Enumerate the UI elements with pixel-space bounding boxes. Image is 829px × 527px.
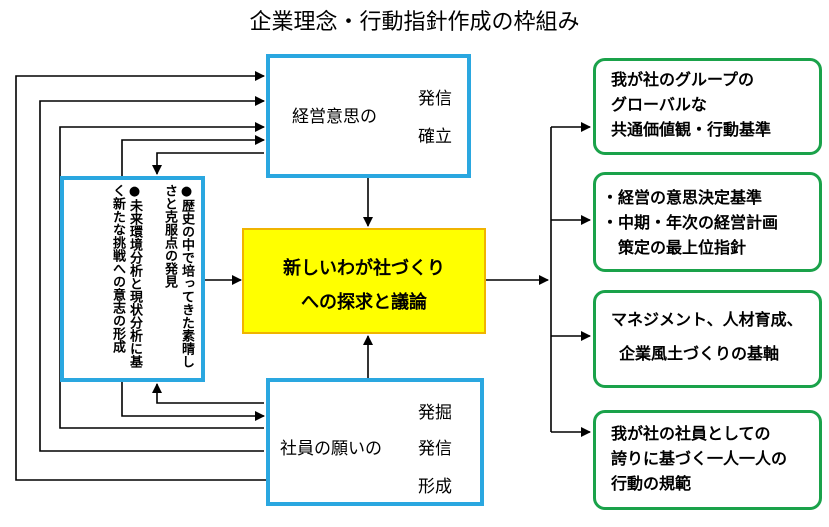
employees-main-label: 社員の願いの xyxy=(280,439,382,459)
management-box: 経営意思の 発信 確立 xyxy=(266,54,471,178)
management-top-label: 発信 xyxy=(418,89,452,109)
employees-top-label: 発掘 xyxy=(418,403,452,423)
loop-line-1 xyxy=(15,71,308,481)
output-4-line-3: 行動の規範 xyxy=(611,474,692,493)
management-bottom-label: 確立 xyxy=(418,127,452,147)
leftbox-bottom-link xyxy=(121,380,265,421)
output-4-line-1: 我が社の社員としての xyxy=(611,424,771,443)
output-1-line-2: グローバルな xyxy=(611,95,707,114)
employees-bottom-label: 形成 xyxy=(418,477,452,497)
output-box-3: マネジメント、人材育成、 企業風土づくりの基軸 xyxy=(593,290,822,388)
diagram-title: 企業理念・行動指針作成の枠組み xyxy=(249,10,580,35)
center-line-2: への探求と議論 xyxy=(301,292,427,313)
output-3-line-1: マネジメント、人材育成、 xyxy=(611,310,803,329)
output-2-line-1: ・経営の意思決定基準 xyxy=(602,188,763,207)
management-main-label: 経営意思の xyxy=(292,107,377,127)
center-box: 新しいわが社づくり への探求と議論 xyxy=(242,228,486,334)
loop-line-2 xyxy=(39,96,265,452)
center-line-1: 新しいわが社づくり xyxy=(283,258,445,279)
output-2-line-3: 策定の最上位指針 xyxy=(602,238,747,257)
analysis-box: ●歴史の中で培ってきた素晴しさと克服点の発見 ●未来環境分析と現状分析に基く新た… xyxy=(60,176,205,382)
output-box-4: 我が社の社員としての 誇りに基づく一人一人の 行動の規範 xyxy=(593,410,822,510)
output-box-2: ・経営の意思決定基準 ・中期・年次の経営計画 策定の最上位指針 xyxy=(593,172,822,272)
output-1-line-3: 共通価値観・行動基準 xyxy=(611,120,772,139)
left-box-top-link xyxy=(121,135,265,177)
employees-box: 社員の願いの 発掘 発信 形成 xyxy=(266,378,484,506)
mgmt-to-leftbox xyxy=(152,152,264,175)
history-discovery-text: ●歴史の中で培ってきた素晴しさと克服点の発見 xyxy=(162,184,194,368)
emp-to-leftbox xyxy=(152,383,264,404)
employees-middle-label: 発信 xyxy=(418,439,452,459)
future-analysis-text: ●未来環境分析と現状分析に基く新たな挑戦への意志の形成 xyxy=(110,184,142,368)
output-3-line-2: 企業風土づくりの基軸 xyxy=(619,344,780,363)
output-box-1: 我が社のグループの グローバルな 共通価値観・行動基準 xyxy=(593,58,822,155)
output-2-line-2: ・中期・年次の経営計画 xyxy=(602,213,779,232)
output-4-line-2: 誇りに基づく一人一人の xyxy=(611,449,788,468)
output-1-line-1: 我が社のグループの xyxy=(611,70,755,89)
